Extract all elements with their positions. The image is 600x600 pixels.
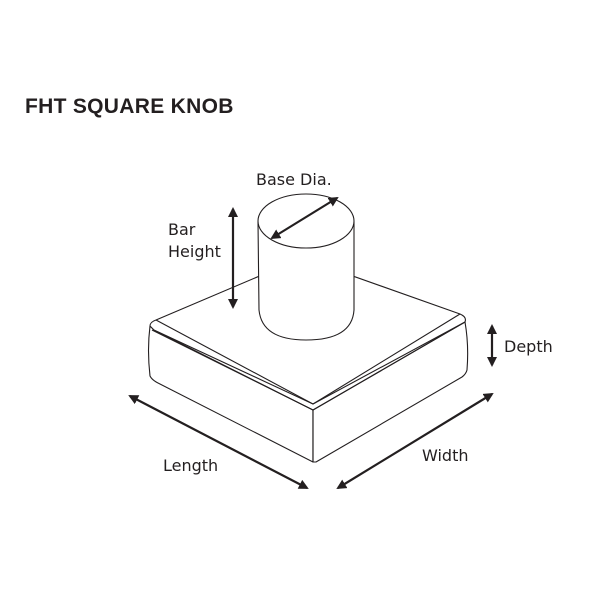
diagram-title: FHT SQUARE KNOB [25,95,234,118]
base-dia-arrow [270,196,339,240]
bar-height-label-line2: Height [168,242,221,261]
bar-height-label-line1: Bar [168,220,196,239]
dimension-arrows [128,196,497,490]
base-dia-label: Base Dia. [256,170,332,189]
length-arrow [128,395,309,489]
width-arrow [336,392,494,490]
length-label: Length [163,456,219,475]
depth-label: Depth [504,337,553,356]
width-label: Width [422,446,469,465]
